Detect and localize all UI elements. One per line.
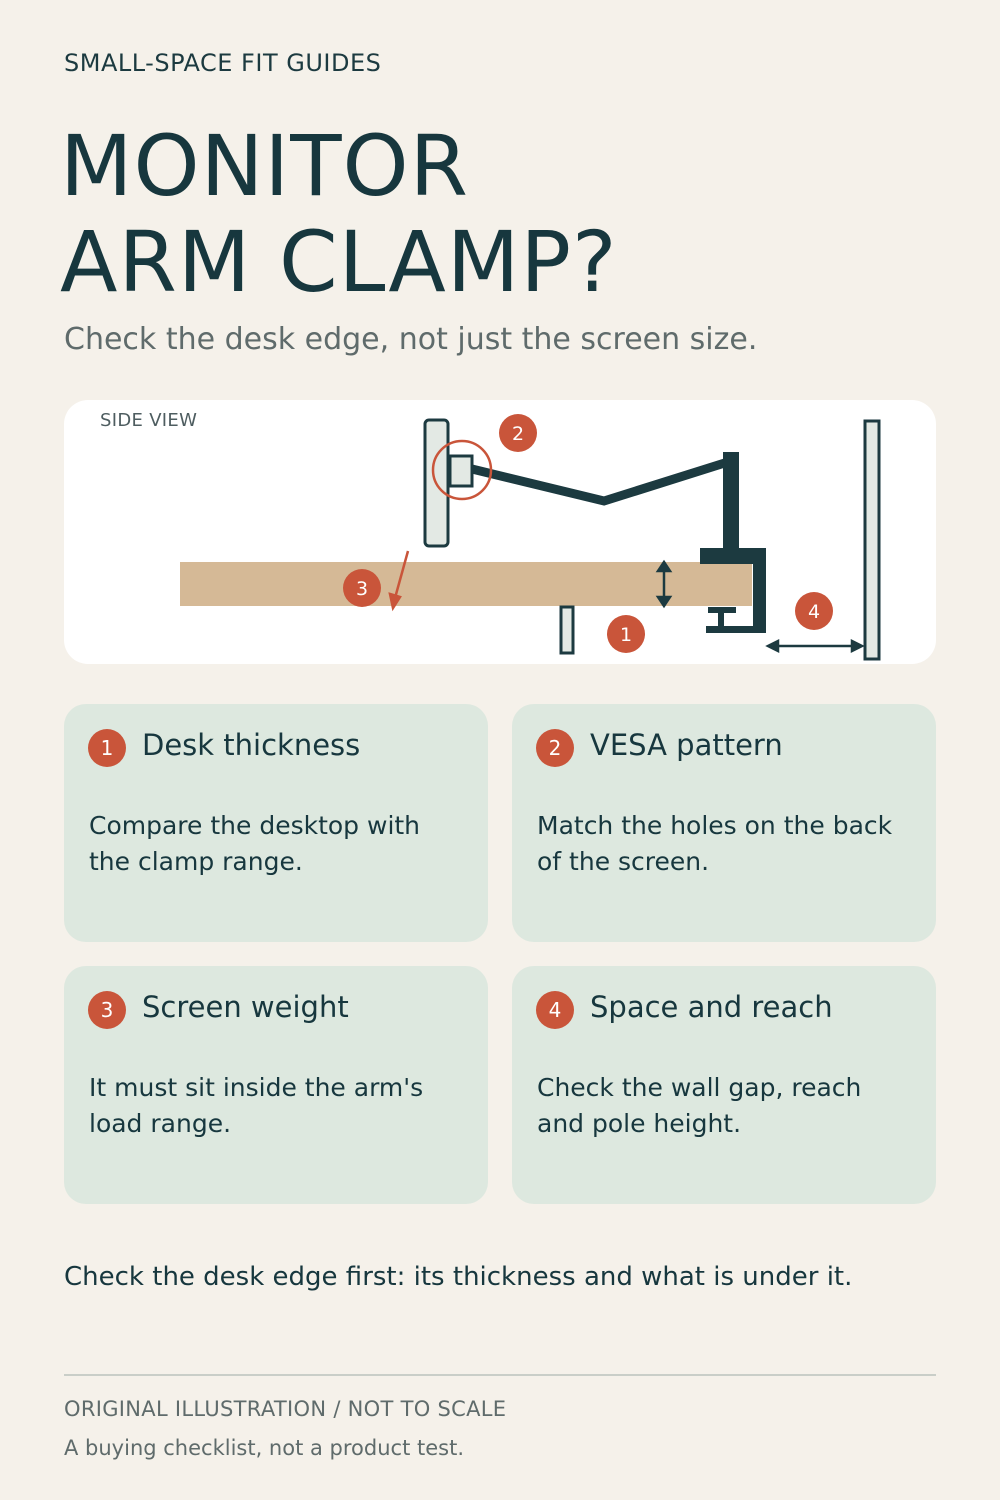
card-badge: 2 [536, 729, 574, 767]
clamp-top [700, 548, 766, 564]
marker-2: 2 [499, 414, 537, 452]
eyebrow: SMALL-SPACE FIT GUIDES [64, 49, 382, 77]
card-title: Screen weight [142, 990, 349, 1024]
marker-1: 1 [607, 615, 645, 653]
marker-4: 4 [795, 592, 833, 630]
title-line-1: MONITOR [60, 117, 469, 215]
card-title: Space and reach [590, 990, 833, 1024]
page-title: MONITOR ARM CLAMP? [60, 118, 618, 310]
card-text: Compare the desktop with the clamp range… [89, 811, 421, 876]
desktop [180, 562, 752, 606]
thickness-arrow [655, 559, 673, 609]
vesa-highlight [431, 439, 493, 501]
marker-3: 3 [343, 569, 381, 607]
wall [863, 419, 881, 661]
vesa-plate [448, 454, 474, 488]
card-screen-weight: 3 Screen weight It must sit inside the a… [64, 966, 488, 1204]
monitor-arm [470, 456, 733, 506]
card-badge: 1 [88, 729, 126, 767]
svg-text:1: 1 [620, 624, 632, 646]
footer-divider [64, 1374, 936, 1376]
card-space-and-reach: 4 Space and reach Check the wall gap, re… [512, 966, 936, 1204]
card-desk-thickness: 1 Desk thickness Compare the desktop wit… [64, 704, 488, 942]
card-text: Check the wall gap, reach and pole heigh… [537, 1073, 862, 1138]
clamp-screw [718, 609, 724, 631]
footer-credit: ORIGINAL ILLUSTRATION / NOT TO SCALE [64, 1397, 507, 1421]
weight-arrow [388, 550, 410, 612]
arm-pole [723, 452, 739, 548]
svg-text:2: 2 [512, 423, 524, 445]
clamp-back [753, 548, 766, 632]
card-text: It must sit inside the arm's load range. [89, 1073, 424, 1138]
clamp-pad [708, 607, 736, 613]
card-title: VESA pattern [590, 728, 783, 762]
card-badge: 3 [88, 991, 126, 1029]
clamp-bottom [706, 626, 766, 633]
footer-disclaimer: A buying checklist, not a product test. [64, 1436, 464, 1460]
card-badge: 4 [536, 991, 574, 1029]
title-line-2: ARM CLAMP? [60, 213, 618, 311]
svg-text:3: 3 [356, 578, 368, 600]
summary-note: Check the desk edge first: its thickness… [64, 1262, 853, 1292]
wall-gap-arrow [765, 638, 865, 654]
card-vesa-pattern: 2 VESA pattern Match the holes on the ba… [512, 704, 936, 942]
svg-text:4: 4 [808, 601, 820, 623]
subtitle: Check the desk edge, not just the screen… [64, 322, 758, 357]
desk-leg [559, 605, 575, 655]
card-text: Match the holes on the back of the scree… [537, 811, 893, 876]
card-title: Desk thickness [142, 728, 361, 762]
diagram-svg: 1 2 3 4 [180, 414, 881, 661]
side-view-label: SIDE VIEW [100, 410, 198, 431]
side-view-diagram: SIDE VIEW [64, 400, 936, 664]
